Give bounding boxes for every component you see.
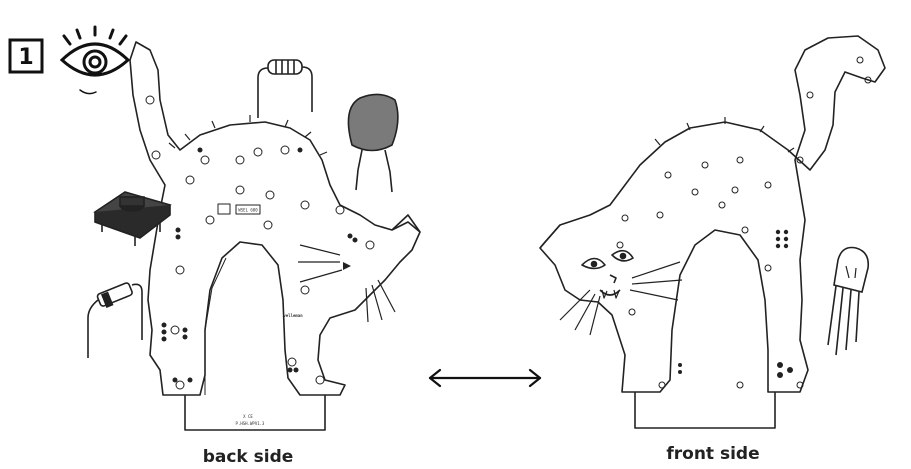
rgb-led-component: [827, 246, 870, 356]
pcb-brand: velleman: [283, 313, 303, 318]
capacitor-component: [347, 93, 399, 193]
cat-outline-front: [539, 35, 886, 393]
pcb-stand-front: [634, 390, 776, 429]
resistor-component: [257, 59, 313, 118]
double-arrow-icon: [428, 368, 542, 388]
front-side-pcb: [539, 35, 886, 429]
led-symbols-front: [616, 56, 872, 389]
eye-icon: [59, 25, 131, 95]
step-badge: 1: [8, 38, 44, 74]
solder-pads-front: [678, 229, 793, 378]
led-footprints-back: [145, 95, 375, 390]
pcb-compliance-marks: X CE: [243, 414, 253, 419]
step-number: 1: [18, 45, 33, 70]
diode-component: [87, 282, 143, 358]
back-side-pcb: X CE P.HSH.WPV1.3 WSEL 600 velleman: [129, 41, 421, 431]
pcb-code: P.HSH.WPV1.3: [236, 421, 265, 426]
solder-pads-back: [161, 147, 358, 383]
push-button-component: [93, 191, 172, 246]
back-side-label: back side: [203, 447, 294, 467]
front-side-label: front side: [666, 444, 759, 464]
pcb-stand-back: [184, 395, 326, 431]
pcb-logo-text: WSEL 600: [238, 208, 258, 213]
cat-outline-back: [129, 41, 421, 396]
